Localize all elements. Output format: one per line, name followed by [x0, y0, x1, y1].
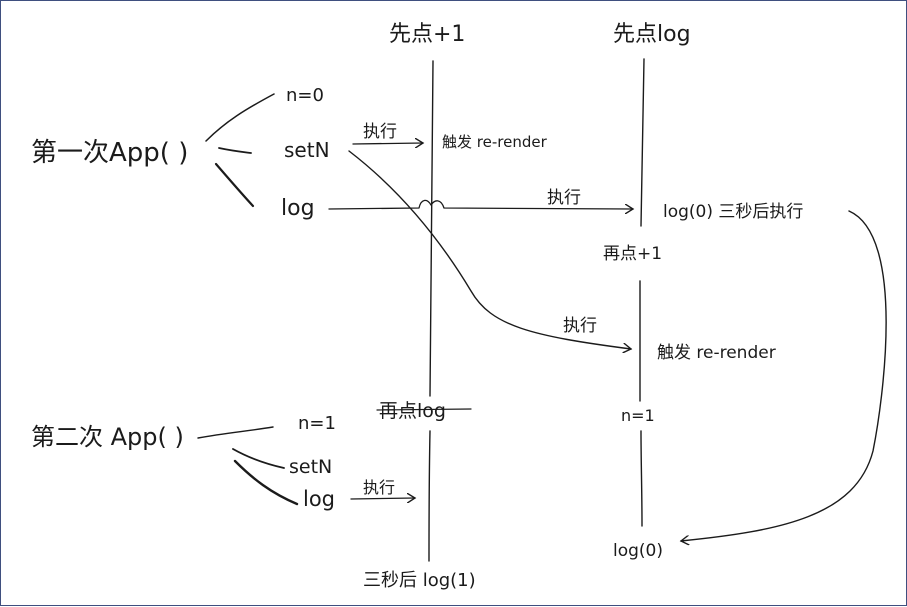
right-timeline-lower — [640, 430, 643, 527]
left-timeline-upper — [429, 60, 434, 397]
then-log: 再点log — [379, 400, 446, 422]
first-exec-log-label: 执行 — [547, 188, 581, 208]
delayed-log-curve-arrow — [681, 210, 887, 541]
branch2-to-n — [197, 426, 274, 439]
branch-to-setN — [218, 147, 252, 154]
rerender-exec-label: 执行 — [563, 316, 597, 336]
right-timeline-upper — [640, 58, 645, 227]
right-n-one: n=1 — [621, 406, 655, 425]
then-log-strike — [376, 408, 472, 411]
second-render-label: 第二次 App( ) — [31, 423, 184, 451]
branch2-to-setN — [232, 448, 285, 469]
first-exec-setN-arrow — [352, 143, 423, 144]
second-trigger-rerender: 触发 re-render — [657, 343, 776, 363]
left-timeline-lower — [428, 430, 431, 562]
first-log-delayed: log(0) 三秒后执行 — [663, 202, 803, 222]
header-left: 先点+1 — [389, 22, 465, 47]
branch-to-log — [214, 162, 255, 208]
first-exec-log-arrow — [328, 199, 633, 209]
branch2-to-log — [233, 459, 299, 506]
first-n-value: n=0 — [286, 85, 324, 106]
result-log-output: log(0) — [613, 541, 663, 561]
first-log: log — [281, 196, 315, 221]
then-plus1: 再点+1 — [603, 244, 662, 264]
second-setN: setN — [289, 456, 332, 478]
first-setN: setN — [284, 138, 330, 162]
first-exec-setN-label: 执行 — [363, 122, 397, 142]
header-right: 先点log — [613, 22, 691, 47]
second-log: log — [303, 487, 335, 511]
second-n-value: n=1 — [298, 413, 336, 434]
second-log-delayed: 三秒后 log(1) — [363, 570, 476, 591]
first-trigger-rerender: 触发 re-render — [442, 133, 548, 151]
rerender-curve-arrow — [348, 150, 631, 349]
branch-to-n — [205, 93, 275, 142]
second-exec-log-arrow — [350, 498, 415, 499]
second-exec-log-label: 执行 — [363, 478, 395, 497]
first-render-label: 第一次App( ) — [31, 138, 188, 168]
